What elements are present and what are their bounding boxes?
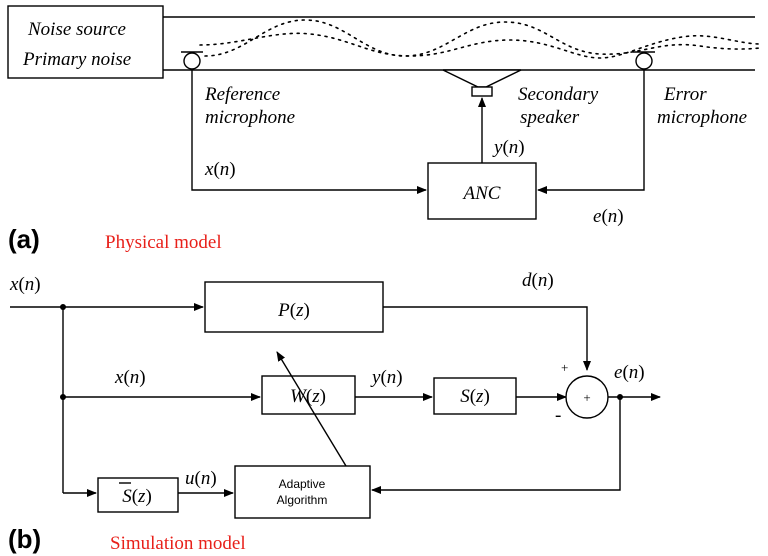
sim-x-input-label: x(n) (9, 274, 41, 295)
sum-center-sign: + (583, 390, 590, 405)
sim-d-signal: d(n) (522, 270, 554, 291)
adaptive-label-1: Adaptive (279, 477, 326, 491)
p-to-sum-wire (383, 306, 591, 371)
physical-x-signal: x(n) (204, 159, 236, 180)
w-block-label: W(z) (290, 386, 326, 407)
adaptive-label-2: Algorithm (277, 493, 328, 507)
secondary-speaker-icon (471, 86, 493, 97)
sim-e-signal: e(n) (614, 362, 645, 383)
primary-noise-label: Primary noise (22, 49, 131, 70)
p-block-label: P(z) (277, 300, 310, 321)
simulation-model-caption: Simulation model (110, 533, 246, 554)
adaptation-arrow (276, 351, 347, 467)
error-mic-label-1: Error (663, 84, 707, 105)
reference-signal-wire (191, 69, 427, 194)
reference-mic-label-1: Reference (204, 84, 280, 105)
physical-model: Noise source Primary noise Reference mic… (7, 5, 761, 254)
sim-x-mid-label: x(n) (114, 367, 146, 388)
s-block-label: S(z) (460, 386, 490, 407)
s-hat-block-label: S(z) (122, 486, 152, 507)
s-hat-block (97, 477, 179, 513)
noise-source-box (7, 5, 164, 79)
p-block (204, 281, 384, 333)
reference-mic-label-2: microphone (205, 107, 295, 128)
anc-label: ANC (462, 183, 501, 204)
sim-u-signal: u(n) (185, 468, 217, 489)
sum-plus-sign: + (561, 360, 568, 375)
adaptive-algorithm-box (234, 465, 371, 519)
physical-e-signal: e(n) (593, 206, 624, 227)
panel-b-label: (b) (8, 524, 41, 554)
noise-source-label: Noise source (27, 19, 126, 40)
noise-wave-1 (204, 19, 761, 57)
sim-y-signal: y(n) (370, 367, 403, 388)
physical-y-signal: y(n) (492, 137, 525, 158)
secondary-speaker-cone (442, 69, 522, 88)
anc-box (427, 162, 537, 220)
w-block (261, 375, 356, 415)
sum-minus-sign: - (555, 405, 561, 426)
reference-mic-icon (183, 52, 201, 70)
error-mic-label-2: microphone (657, 107, 747, 128)
simulation-model: x(n) P(z) d(n) x(n) W(z) y(n) S(z) + + - (8, 270, 661, 554)
secondary-speaker-label-2: speaker (520, 107, 580, 128)
error-mic-icon (635, 52, 653, 70)
physical-model-caption: Physical model (105, 232, 222, 253)
error-signal-wire (537, 69, 645, 194)
s-block (433, 377, 517, 415)
secondary-speaker-label-1: Secondary (518, 84, 599, 105)
noise-wave-2 (199, 32, 761, 59)
panel-a-label: (a) (8, 224, 40, 254)
error-feedback-wire (371, 397, 621, 494)
